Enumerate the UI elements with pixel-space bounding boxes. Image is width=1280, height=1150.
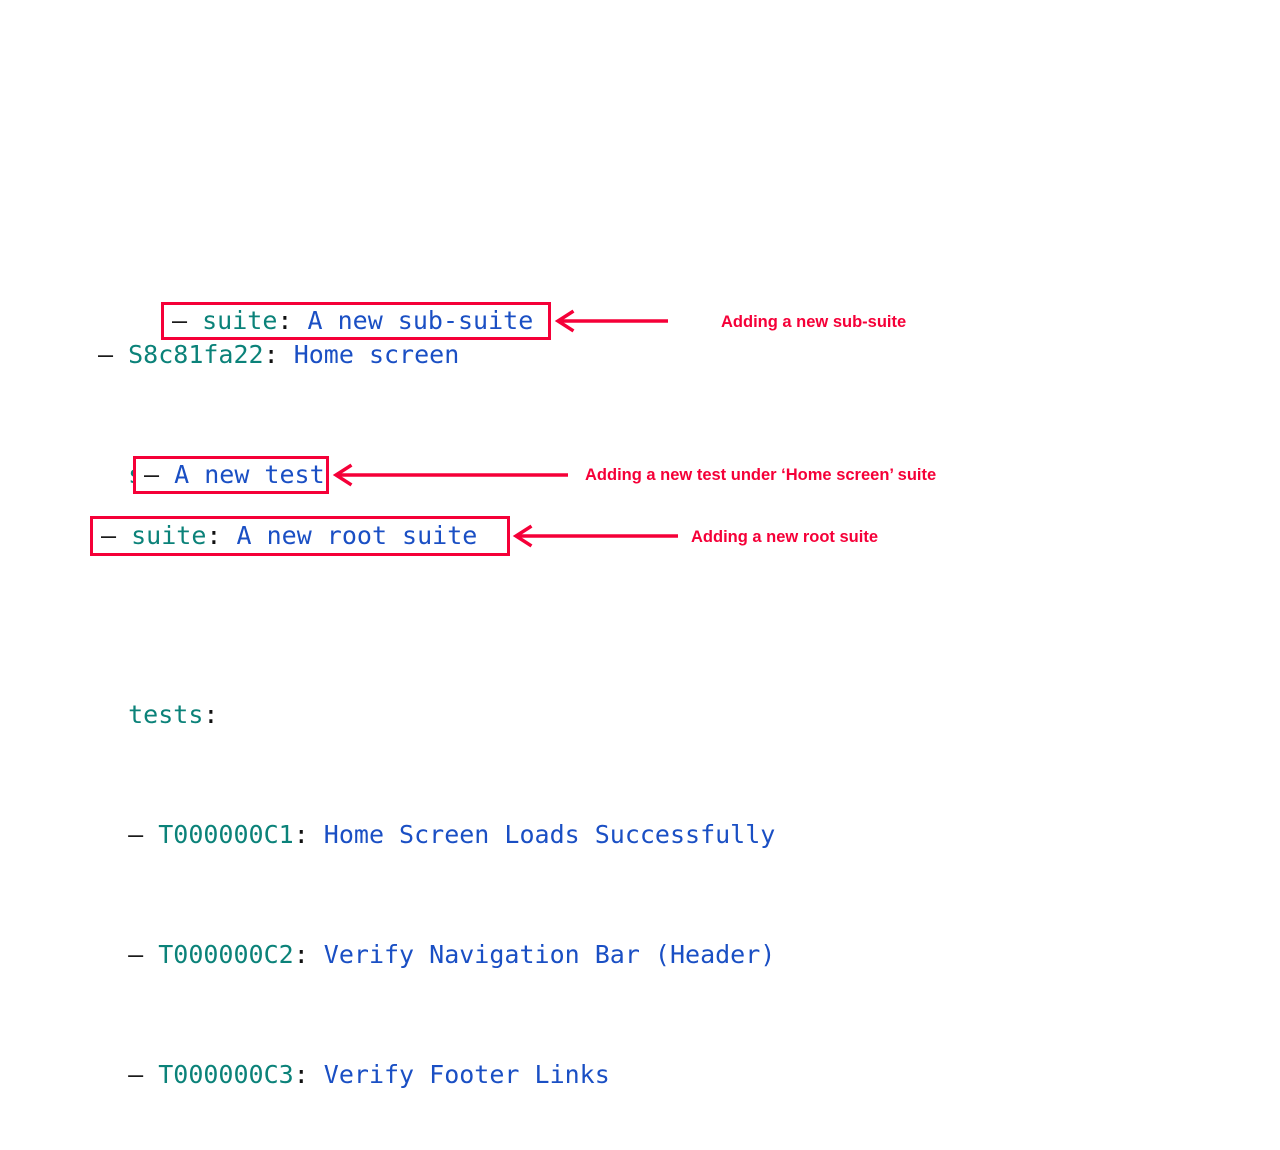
list-dash-icon: – [128,940,159,969]
tree-line-test-c2: – T000000C2: Verify Navigation Bar (Head… [98,940,775,970]
tree-line-root-suite: – S8c81fa22: Home screen [98,340,775,370]
indent-spacer [98,820,128,849]
suite-title: Home screen [293,340,460,369]
annotation-new-test: Adding a new test under ‘Home screen’ su… [585,466,937,484]
separator-colon: : [203,700,219,729]
list-dash-icon: – [98,340,129,369]
list-dash-icon: – [128,1060,159,1089]
test-id: T000000C2 [158,940,294,969]
separator-colon: : [263,340,294,369]
separator-colon: : [277,306,308,335]
test-id: T000000C1 [158,820,294,849]
tests-key-label: tests [128,700,204,729]
new-test-title: A new test [174,460,325,489]
list-dash-icon: – [144,460,175,489]
highlight-box-new-sub-suite [161,302,551,340]
list-dash-icon: – [128,820,159,849]
indent-spacer [98,700,128,729]
annotation-new-sub-suite: Adding a new sub-suite [721,313,907,331]
new-sub-suite-title: A new sub-suite [307,306,534,335]
indent-spacer [98,1060,128,1089]
tree-line-tests-key: tests: [98,700,775,730]
new-sub-suite-line: – suite: A new sub-suite [172,306,533,336]
new-root-suite-line: – suite: A new root suite [101,521,477,551]
list-dash-icon: – [101,521,132,550]
highlight-box-new-test [133,456,329,494]
suite-key-label: suite [202,306,278,335]
suite-id: S8c81fa22 [128,340,264,369]
test-title: Home Screen Loads Successfully [323,820,776,849]
annotation-new-root-suite: Adding a new root suite [691,528,879,546]
separator-colon: : [293,940,324,969]
suite-key-label: suite [131,521,207,550]
separator-colon: : [293,820,324,849]
arrow-to-new-test [332,463,568,487]
list-dash-icon: – [172,306,203,335]
new-root-suite-title: A new root suite [236,521,478,550]
arrow-to-new-root-suite [512,524,678,548]
arrow-to-new-sub-suite [554,309,668,333]
separator-colon: : [293,1060,324,1089]
tree-line-test-c3: – T000000C3: Verify Footer Links [98,1060,775,1090]
test-title: Verify Navigation Bar (Header) [323,940,776,969]
tree-line-test-c1: – T000000C1: Home Screen Loads Successfu… [98,820,775,850]
new-test-line: – A new test [144,460,325,490]
suite-tree-listing: – S8c81fa22: Home screen suites: tests: … [98,250,775,1150]
indent-spacer [98,940,128,969]
separator-colon: : [206,521,237,550]
highlight-box-new-root-suite [90,516,510,556]
test-id: T000000C3 [158,1060,294,1089]
test-title: Verify Footer Links [323,1060,610,1089]
tree-line-subsuite-placeholder [98,580,775,610]
indent-spacer [98,460,128,489]
